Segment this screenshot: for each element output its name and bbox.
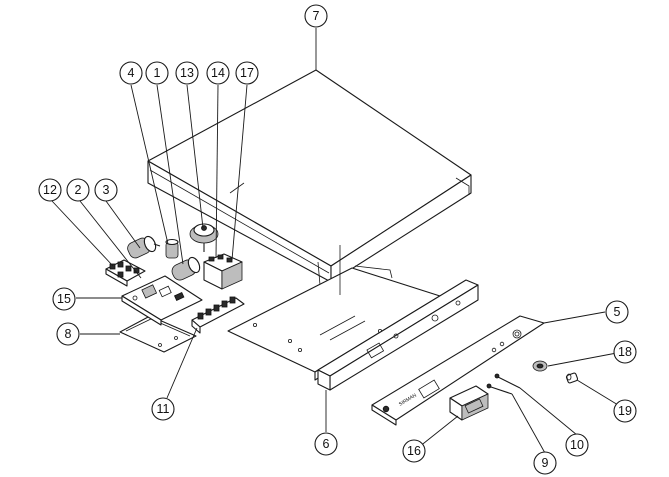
- callout-13-label: 13: [180, 66, 194, 80]
- relay-block-part: [105, 259, 146, 287]
- circuit-board-part: [121, 275, 203, 326]
- callout-19: 19: [613, 399, 637, 423]
- callout-15-label: 15: [57, 292, 71, 306]
- contactor-part: [203, 253, 243, 290]
- callout-11: 11: [151, 397, 175, 421]
- callout-16: 16: [402, 439, 426, 463]
- callout-8: 8: [56, 322, 80, 346]
- callout-3-label: 3: [103, 183, 110, 197]
- callout-6-label: 6: [323, 437, 330, 451]
- callout-4: 4: [119, 61, 143, 85]
- callout-7: 7: [304, 4, 328, 28]
- callout-4-label: 4: [128, 66, 135, 80]
- terminal-screws: [197, 296, 236, 320]
- terminal-strip-part: [191, 296, 245, 334]
- callout-18-label: 18: [618, 345, 632, 359]
- callout-11-label: 11: [157, 402, 170, 416]
- callout-12: 12: [38, 178, 62, 202]
- callout-19-label: 19: [618, 404, 632, 418]
- callout-14: 14: [206, 61, 230, 85]
- top-cover-part: [147, 69, 472, 286]
- knob-cap-part: [565, 372, 579, 384]
- knob-part: [532, 360, 548, 372]
- callout-18: 18: [613, 340, 637, 364]
- callout-3: 3: [94, 178, 118, 202]
- callout-9-label: 9: [542, 456, 549, 470]
- callout-7-label: 7: [313, 9, 320, 23]
- motor-part: [127, 235, 161, 259]
- pressure-switch-part: [189, 223, 219, 252]
- relay-studs: [109, 261, 140, 278]
- front-frame-part: [317, 279, 479, 391]
- callout-14-label: 14: [211, 66, 225, 80]
- callout-15: 15: [52, 287, 76, 311]
- capacitor-part: [171, 256, 201, 281]
- callout-1-label: 1: [154, 66, 161, 80]
- callout-2: 2: [66, 178, 90, 202]
- callout-2-label: 2: [75, 183, 82, 197]
- front-panel-part: SIRMAN: [371, 315, 545, 426]
- callout-6: 6: [314, 432, 338, 456]
- callout-13: 13: [175, 61, 199, 85]
- callout-10-label: 10: [570, 438, 584, 452]
- callout-17-label: 17: [240, 66, 254, 80]
- callout-5: 5: [605, 300, 629, 324]
- cylinder-part: [165, 238, 179, 259]
- callout-1: 1: [145, 61, 169, 85]
- leader-lines: [51, 28, 624, 454]
- callout-16-label: 16: [407, 444, 421, 458]
- callout-5-label: 5: [614, 305, 621, 319]
- callout-10: 10: [565, 433, 589, 457]
- callout-8-label: 8: [65, 327, 72, 341]
- display-module-part: [449, 385, 489, 421]
- callout-17: 17: [235, 61, 259, 85]
- pin-parts: [486, 373, 521, 395]
- callout-12-label: 12: [43, 183, 57, 197]
- callout-9: 9: [533, 451, 557, 475]
